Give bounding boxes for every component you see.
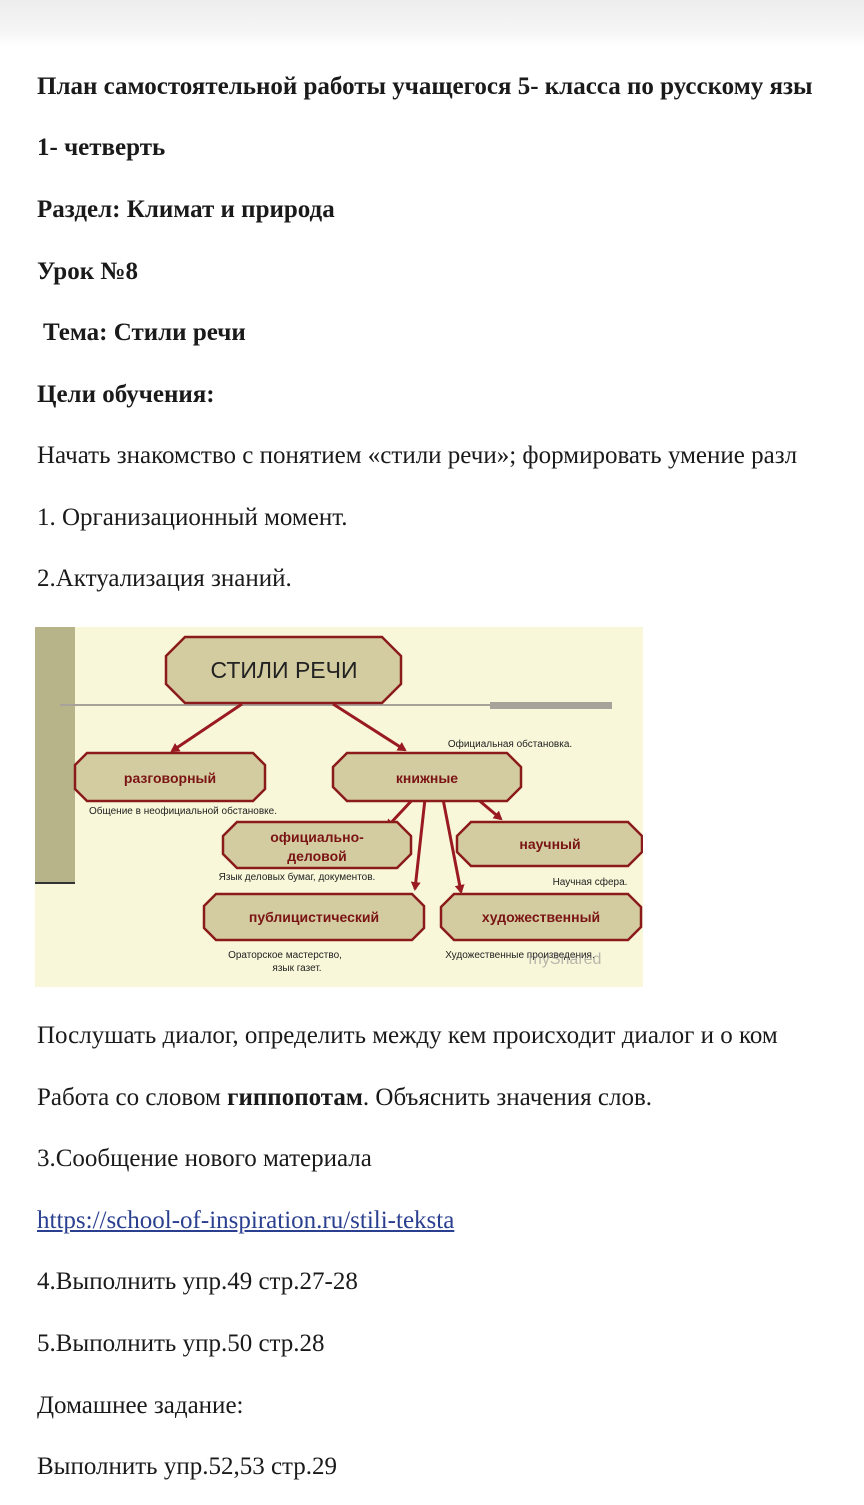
divider-accent — [490, 702, 612, 709]
journalistic-label: публицистический — [249, 909, 379, 925]
quarter-label: 1- четверть — [37, 134, 166, 161]
colloquial-box — [73, 751, 267, 803]
journalistic-note-line1: Ораторское мастерство, — [228, 950, 342, 961]
word-work-suffix: . Объяснить значения слов. — [362, 1084, 653, 1111]
listen-task: Послушать диалог, определить между кем п… — [37, 1022, 778, 1049]
reference-link[interactable]: https://school-of-inspiration.ru/stili-t… — [37, 1207, 455, 1234]
homework-heading: Домашнее задание: — [37, 1392, 244, 1419]
artistic-box — [439, 892, 643, 942]
watermark: myShared — [529, 951, 602, 968]
bookish-note: Официальная обстановка. — [448, 738, 572, 750]
colloquial-note: Общение в неофициальной обстановке. — [89, 805, 277, 817]
root-box — [164, 635, 403, 705]
artistic-label: художественный — [482, 909, 600, 925]
root-label: СТИЛИ РЕЧИ — [211, 657, 358, 683]
step-3: 3.Сообщение нового материала — [37, 1145, 372, 1172]
step-1: 1. Организационный момент. — [37, 504, 348, 531]
homework-task: Выполнить упр.52,53 стр.29 — [37, 1453, 338, 1480]
lesson-label: Урок №8 — [37, 258, 138, 285]
official-box — [221, 820, 413, 870]
official-note: Язык деловых бумаг, документов. — [219, 871, 376, 883]
official-label-line2: деловой — [287, 848, 347, 864]
document-title: План самостоятельной работы учащегося 5-… — [37, 73, 813, 100]
step-4: 4.Выполнить упр.49 стр.27-28 — [37, 1268, 358, 1295]
goals-text: Начать знакомство с понятием «стили речи… — [37, 442, 798, 469]
word-work-word: гиппопотам — [227, 1084, 363, 1111]
journalistic-box — [202, 892, 426, 942]
scientific-box — [455, 820, 643, 868]
colloquial-label: разговорный — [124, 770, 216, 786]
scientific-note: Научная сфера. — [553, 876, 628, 888]
official-label-line1: официально- — [270, 829, 364, 845]
bookish-box — [331, 751, 523, 803]
goals-heading: Цели обучения: — [37, 381, 215, 408]
word-work-prefix: Работа со словом — [37, 1084, 228, 1111]
word-work-line: Работа со словом гиппопотам. Объяснить з… — [37, 1083, 652, 1113]
side-bar — [35, 627, 75, 883]
scientific-label: научный — [519, 836, 580, 852]
step-2: 2.Актуализация знаний. — [37, 565, 292, 592]
topic-label: Тема: Стили речи — [43, 319, 246, 346]
bookish-label: книжные — [396, 770, 458, 786]
step-5: 5.Выполнить упр.50 стр.28 — [37, 1330, 325, 1357]
artistic-note: Художественные произведения. — [445, 950, 595, 961]
top-bar — [0, 0, 864, 46]
journalistic-note-line2: язык газет. — [272, 963, 321, 974]
styles-diagram: СТИЛИ РЕЧИ разговорный Общение в неофици… — [35, 627, 643, 987]
section-label: Раздел: Климат и природа — [37, 196, 335, 223]
